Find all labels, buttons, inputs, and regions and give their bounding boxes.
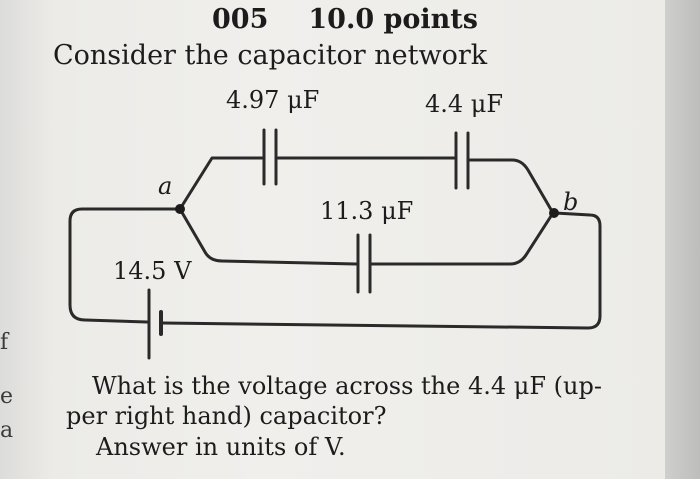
node-b-label: b	[563, 188, 579, 216]
node-b-dot	[549, 208, 559, 218]
problem-header: 005 10.0 points	[212, 4, 478, 35]
node-a-label: a	[158, 172, 173, 200]
margin-fragment-a: a	[0, 418, 14, 443]
cap-middle-label: 11.3 μF	[320, 197, 414, 225]
battery-voltage-label: 14.5 V	[113, 257, 192, 285]
margin-fragment-e: e	[0, 384, 14, 409]
wire-middle-branch	[178, 207, 358, 266]
margin-fragment-f: f	[0, 330, 9, 355]
cap-top-right-label: 4.4 μF	[425, 90, 504, 118]
problem-number: 005	[212, 4, 269, 35]
wire-top-right	[468, 158, 555, 215]
cap-top-left-label: 4.97 μF	[226, 86, 320, 114]
question-line-1: What is the voltage across the 4.4 μF (u…	[92, 372, 602, 400]
page-edge-shadow	[665, 0, 700, 479]
question-line-2: per right hand) capacitor?	[66, 402, 387, 430]
node-a-dot	[175, 204, 185, 214]
question-line-3: Answer in units of V.	[96, 433, 346, 461]
worksheet-page	[0, 0, 665, 479]
problem-intro: Consider the capacitor network	[53, 40, 488, 71]
problem-points: 10.0 points	[308, 4, 478, 35]
wire-middle-right	[370, 211, 555, 266]
wire-top-branch	[178, 156, 264, 211]
wire-outer-right	[161, 211, 602, 330]
wire-outer-left	[68, 207, 182, 324]
